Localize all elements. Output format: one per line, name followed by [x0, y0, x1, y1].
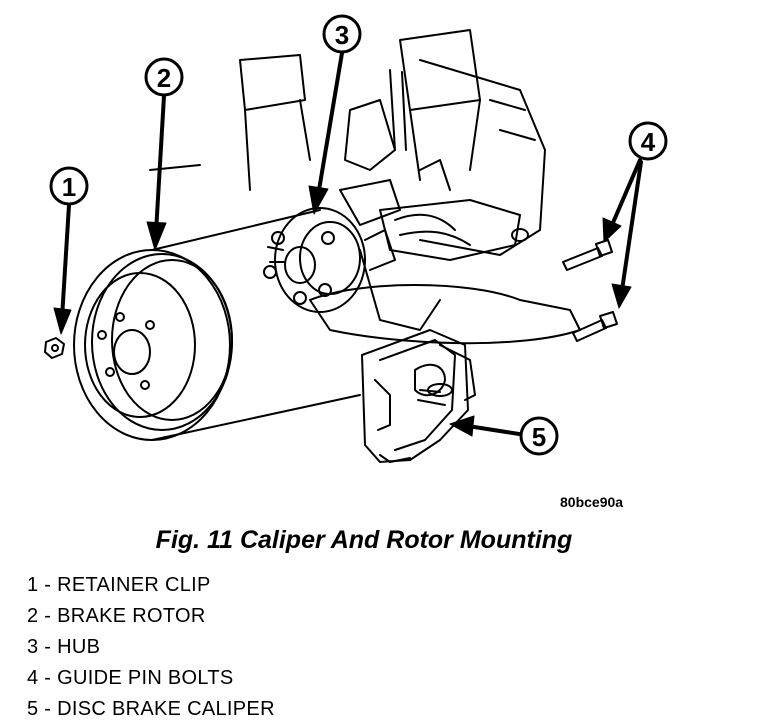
legend-number: 1 [27, 574, 39, 596]
legend-item: 2 - BRAKE ROTOR [27, 603, 275, 634]
retainer-clip [44, 337, 65, 359]
callout-4: 4 [628, 121, 668, 161]
callout-1-number: 1 [62, 172, 76, 202]
figure-id: 80bce90a [560, 494, 624, 510]
arrow-to-retainer-clip [53, 203, 72, 335]
guide-pin-bolts [562, 239, 618, 342]
legend-label: GUIDE PIN BOLTS [57, 667, 234, 689]
arrow-to-caliper [449, 415, 521, 437]
callout-4-number: 4 [641, 127, 656, 157]
legend-separator: - [38, 574, 58, 596]
legend-number: 4 [27, 667, 39, 689]
callout-3-number: 3 [335, 20, 349, 50]
legend-item: 4 - GUIDE PIN BOLTS [27, 665, 275, 696]
legend-label: DISC BRAKE CALIPER [57, 698, 275, 720]
callout-3: 3 [322, 14, 362, 54]
suspension-strut-assembly [149, 29, 581, 345]
arrow-to-brake-rotor [146, 94, 167, 251]
brake-rotor [73, 209, 361, 441]
callout-2-number: 2 [157, 63, 171, 93]
legend-separator: - [38, 636, 58, 658]
legend-item: 3 - HUB [27, 634, 275, 665]
callout-1: 1 [49, 166, 89, 206]
legend-label: BRAKE ROTOR [57, 605, 206, 627]
callout-5: 5 [519, 416, 559, 456]
legend-number: 5 [27, 698, 39, 720]
arrow-to-lower-guide-pin-bolt [611, 160, 643, 309]
legend-label: HUB [57, 636, 101, 658]
legend: 1 - RETAINER CLIP 2 - BRAKE ROTOR 3 - HU… [27, 572, 275, 727]
legend-item: 1 - RETAINER CLIP [27, 572, 275, 603]
callout-5-number: 5 [532, 422, 546, 452]
figure-caption: Fig. 11 Caliper And Rotor Mounting [155, 526, 573, 554]
arrow-to-upper-guide-pin-bolt [602, 158, 642, 243]
legend-separator: - [38, 605, 58, 627]
leader-arrows [53, 51, 643, 437]
legend-separator: - [38, 667, 58, 689]
disc-brake-caliper [361, 329, 476, 463]
legend-item: 5 - DISC BRAKE CALIPER [27, 696, 275, 727]
legend-number: 2 [27, 605, 39, 627]
legend-separator: - [38, 698, 58, 720]
caliper-rotor-illustration: 1 2 3 4 5 [44, 14, 668, 463]
arrow-to-hub [308, 51, 344, 215]
hub [263, 207, 396, 313]
legend-number: 3 [27, 636, 39, 658]
callout-2: 2 [144, 57, 184, 97]
legend-label: RETAINER CLIP [57, 574, 211, 596]
